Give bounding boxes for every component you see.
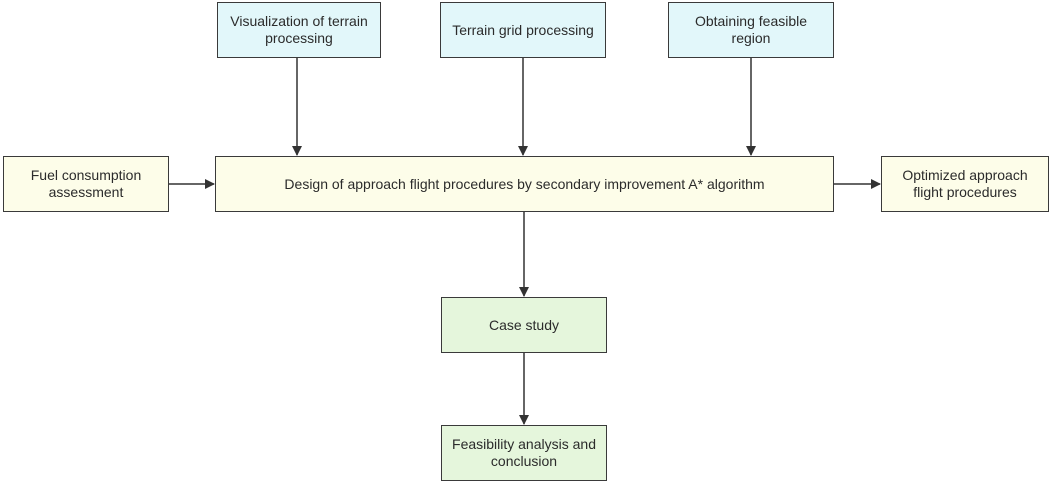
node-label: Design of approach flight procedures by … <box>284 175 765 192</box>
node-fuel-consumption: Fuel consumption assessment <box>3 156 169 212</box>
node-label: Terrain grid processing <box>452 21 594 38</box>
node-feasibility-conclusion: Feasibility analysis and conclusion <box>441 425 607 481</box>
node-label: Visualization of terrain processing <box>230 13 368 46</box>
node-label: Feasibility analysis and conclusion <box>452 436 596 469</box>
node-label: Fuel consumption assessment <box>30 167 142 200</box>
node-case-study: Case study <box>441 297 607 353</box>
node-label: Obtaining feasible region <box>694 13 808 46</box>
node-label: Optimized approach flight procedures <box>902 167 1028 200</box>
node-visualization-terrain: Visualization of terrain processing <box>217 2 381 58</box>
node-optimized-procedures: Optimized approach flight procedures <box>881 156 1049 212</box>
node-label: Case study <box>488 316 560 333</box>
node-feasible-region: Obtaining feasible region <box>668 2 834 58</box>
node-design-approach: Design of approach flight procedures by … <box>215 156 834 212</box>
node-terrain-grid: Terrain grid processing <box>440 2 606 58</box>
